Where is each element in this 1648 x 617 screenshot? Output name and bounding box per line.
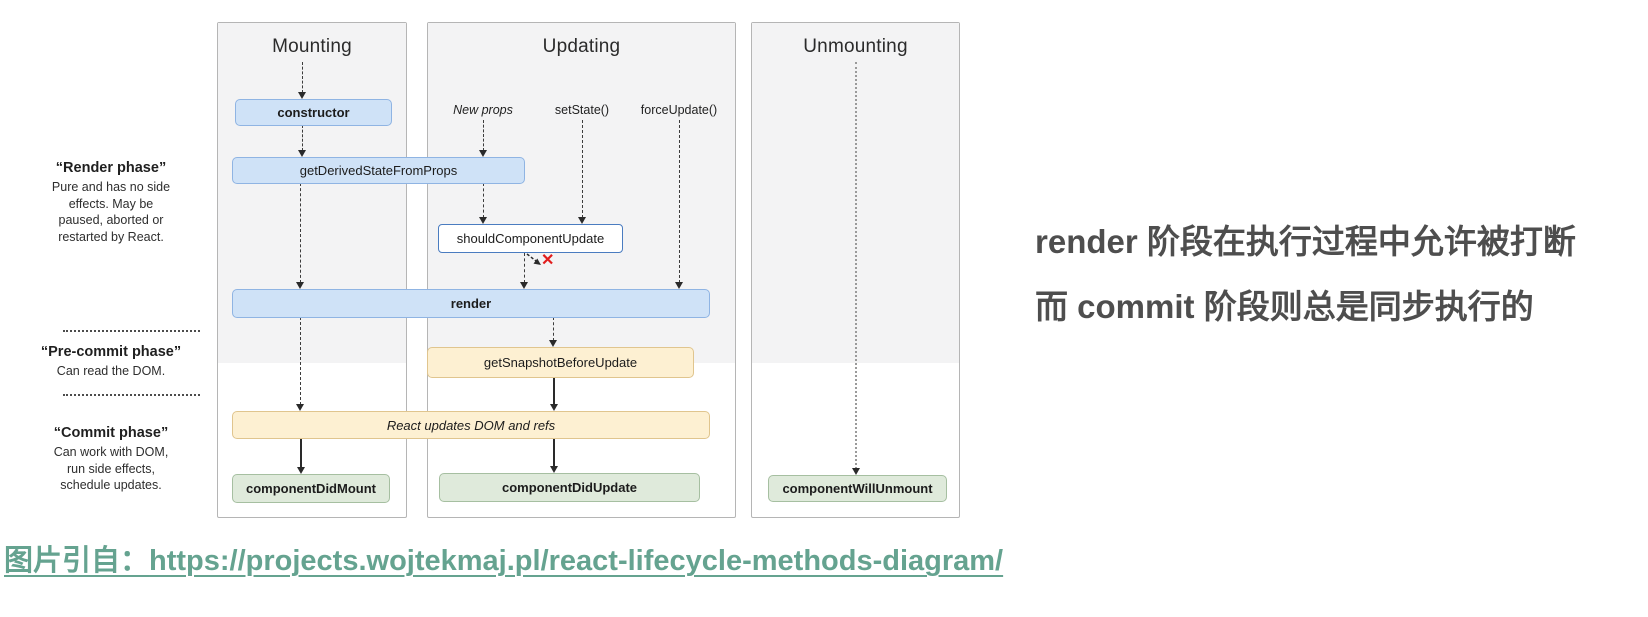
node-render: render xyxy=(232,289,710,318)
render-phase-title: “Render phase” xyxy=(55,160,167,176)
precommit-phase-title: “Pre-commit phase” xyxy=(40,344,182,360)
precommit-phase-label: “Pre-commit phase” Can read the DOM. xyxy=(22,344,200,380)
commit-phase-title: “Commit phase” xyxy=(53,425,169,441)
annotation-line-2: 而 commit 阶段则总是同步执行的 xyxy=(1035,287,1534,325)
trigger-new-props: New props xyxy=(453,103,513,117)
precommit-phase-desc-line: Can read the DOM. xyxy=(56,364,166,378)
node-getsnapshotbeforeupdate: getSnapshotBeforeUpdate xyxy=(427,347,694,378)
render-phase-label: “Render phase” Pure and has no side effe… xyxy=(22,160,200,245)
arrow-getderivedstate-to-render-mounting xyxy=(296,183,304,289)
arrow-getderivedstate-to-shouldupdate xyxy=(479,183,487,224)
arrowhead-icon xyxy=(578,217,586,224)
caption-prefix: 图片引自： xyxy=(4,545,150,577)
arrowhead-icon xyxy=(549,340,557,347)
arrow-reactupdates-to-didupdate xyxy=(550,438,558,473)
arrowhead-icon xyxy=(298,92,306,99)
arrow-shouldupdate-to-render xyxy=(520,253,528,289)
trigger-forceupdate: forceUpdate() xyxy=(640,103,718,117)
arrowhead-icon xyxy=(297,467,305,474)
node-componentdidupdate: componentDidUpdate xyxy=(439,473,700,502)
arrowhead-icon xyxy=(296,404,304,411)
abort-branch-arrow-icon xyxy=(526,253,541,265)
arrow-newprops-to-getderivedstate xyxy=(479,120,487,157)
arrowhead-icon xyxy=(550,404,558,411)
arrow-reactupdates-to-didmount xyxy=(297,438,305,474)
node-componentdidmount: componentDidMount xyxy=(232,474,390,503)
arrowhead-icon xyxy=(479,217,487,224)
node-componentwillunmount: componentWillUnmount xyxy=(768,475,947,502)
arrow-getsnapshot-to-reactupdates xyxy=(550,378,558,411)
node-getderivedstatefromprops: getDerivedStateFromProps xyxy=(232,157,525,184)
arrow-constructor-to-getderivedstate xyxy=(298,125,306,157)
column-title-mounting: Mounting xyxy=(272,36,352,57)
render-phase-desc-line: Pure and has no side xyxy=(51,180,171,194)
trigger-setstate: setState() xyxy=(554,103,610,117)
arrowhead-icon xyxy=(852,468,860,475)
commit-phase-desc-line: schedule updates. xyxy=(60,478,162,492)
arrow-setstate-to-shouldupdate xyxy=(578,120,586,224)
annotation-line-1: render 阶段在执行过程中允许被打断 xyxy=(1035,222,1576,260)
commit-phase-label: “Commit phase” Can work with DOM, run si… xyxy=(22,425,200,494)
arrowhead-icon xyxy=(296,282,304,289)
phase-divider xyxy=(63,394,200,396)
arrow-forceupdate-to-render xyxy=(675,120,683,289)
node-constructor: constructor xyxy=(235,99,392,126)
arrowhead-icon xyxy=(550,466,558,473)
annotation-text: render 阶段在执行过程中允许被打断 而 commit 阶段则总是同步执行的 xyxy=(1035,206,1576,336)
arrowhead-icon xyxy=(675,282,683,289)
arrowhead-icon xyxy=(479,150,487,157)
column-unmounting: Unmounting xyxy=(751,22,960,518)
node-shouldcomponentupdate: shouldComponentUpdate xyxy=(438,224,623,253)
phase-divider xyxy=(63,330,200,332)
column-title-unmounting: Unmounting xyxy=(803,36,908,57)
node-react-updates-dom: React updates DOM and refs xyxy=(232,411,710,439)
arrow-mounting-start xyxy=(298,62,306,99)
render-phase-desc-line: paused, aborted or xyxy=(58,213,164,227)
arrow-render-to-getsnapshot xyxy=(549,317,557,347)
commit-phase-desc-line: run side effects, xyxy=(66,461,155,476)
column-updating: Updating xyxy=(427,22,736,518)
arrowhead-icon xyxy=(298,150,306,157)
column-title-updating: Updating xyxy=(542,36,621,57)
render-phase-desc-line: effects. May be xyxy=(68,196,154,211)
render-phase-desc-line: restarted by React. xyxy=(58,229,164,244)
abort-x-icon: ✕ xyxy=(541,252,555,269)
arrowhead-icon xyxy=(520,282,528,289)
caption-url: https://projects.wojtekmaj.pl/react-life… xyxy=(149,545,1004,577)
arrow-render-to-reactupdates-mounting xyxy=(296,317,304,411)
caption-source-link[interactable]: 图片引自：https://projects.wojtekmaj.pl/react… xyxy=(4,537,1003,579)
column-mounting: Mounting xyxy=(217,22,407,518)
commit-phase-desc-line: Can work with DOM, xyxy=(53,445,169,459)
arrow-unmounting-to-willunmount xyxy=(852,62,860,475)
